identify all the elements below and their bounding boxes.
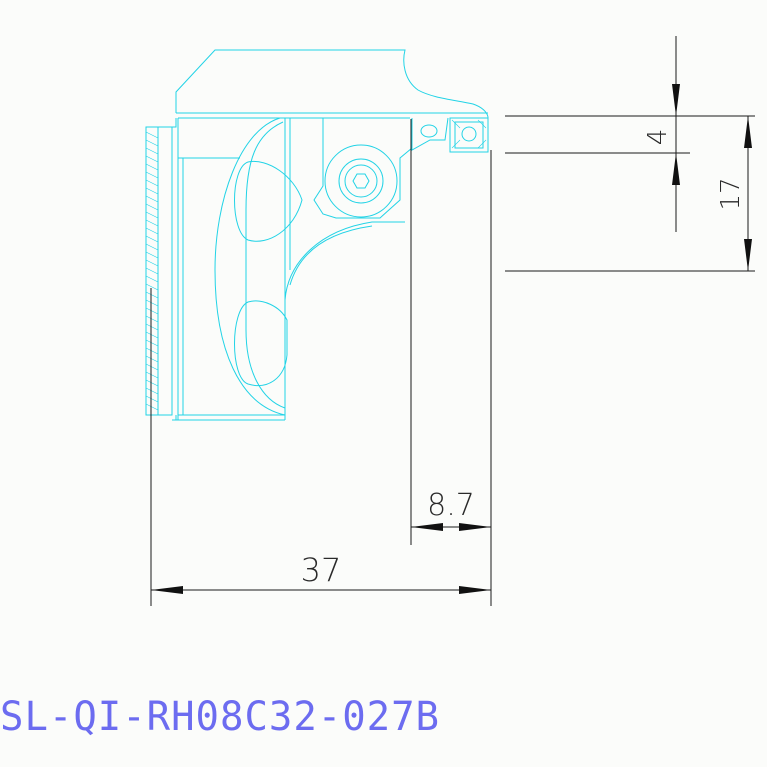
body-left-step [172, 118, 177, 420]
insert-inner [454, 121, 484, 149]
dim-label-17: 17 [716, 177, 746, 210]
clamp-profile [313, 118, 413, 219]
insert-hatch [451, 119, 487, 149]
arrow-8-7-right [459, 523, 491, 531]
strip-bracket [158, 126, 173, 416]
arrow-4-bottom [672, 153, 680, 185]
tool-holder-outline [145, 49, 489, 421]
screw-head-outer [324, 144, 398, 218]
dim-label-4: 4 [643, 129, 673, 146]
arrow-37-left [151, 586, 183, 594]
arrow-37-right [459, 586, 491, 594]
screw-hex-socket [352, 173, 370, 189]
body-top-profile [175, 49, 489, 118]
dim-label-8-7: 8.7 [427, 488, 475, 523]
drawing-number: SL-QI-RH08C32-027B [0, 694, 440, 740]
screw-head-inner [344, 164, 378, 198]
dimension-arrows [151, 84, 752, 594]
arrow-17-bottom [744, 239, 752, 271]
lobe-lower [234, 300, 288, 386]
lobe-upper [234, 160, 303, 242]
clamp-arc-outer [284, 221, 405, 301]
serrated-strip [145, 126, 159, 416]
arrow-4-top [672, 84, 680, 116]
insert-body [449, 117, 489, 153]
dim-label-37: 37 [301, 551, 342, 589]
insert-seat [411, 117, 449, 151]
screw-head-mid [338, 158, 384, 204]
pocket-outline [214, 117, 286, 416]
clamp-arc-inner [289, 225, 373, 286]
pocket-inner [245, 121, 286, 409]
arrow-17-top [744, 116, 752, 148]
insert-screw [461, 126, 477, 142]
arrow-8-7-left [411, 523, 443, 531]
insert-hole [420, 124, 438, 138]
serration-hatch [145, 131, 159, 411]
